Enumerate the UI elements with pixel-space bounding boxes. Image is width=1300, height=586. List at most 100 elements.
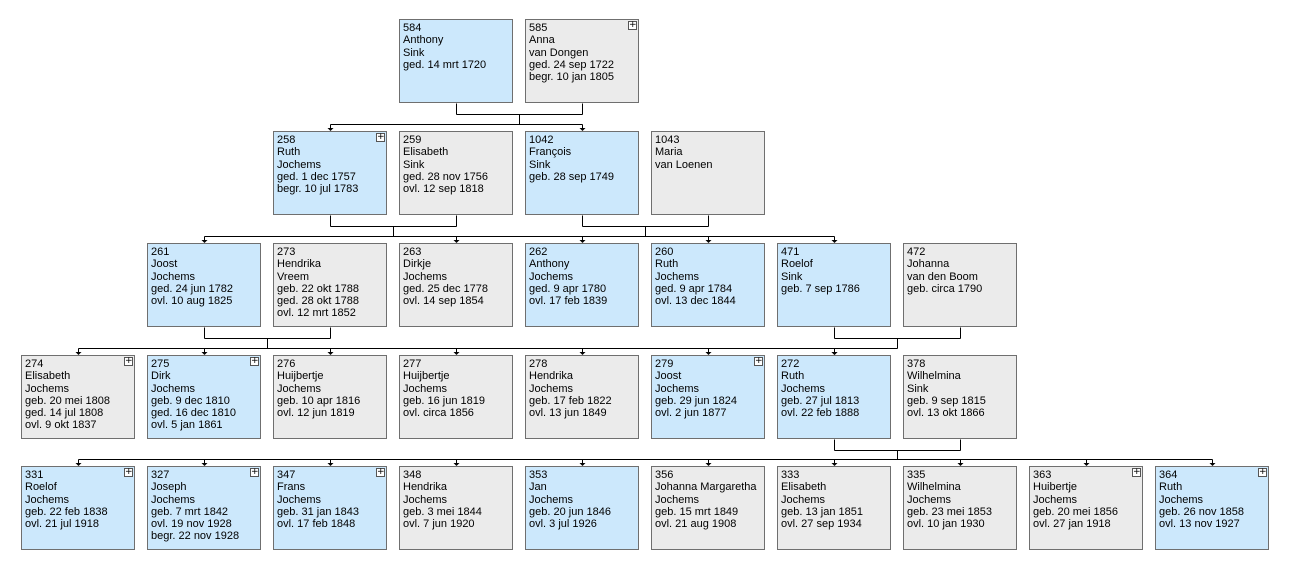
person-detail: ovl. 10 jan 1930 [907,518,985,531]
person-detail: geb. 22 okt 1788 [277,282,359,295]
person-detail: ovl. 13 jun 1849 [529,407,607,420]
person-detail: ovl. 19 nov 1928 [151,518,232,531]
connector-arrow [705,352,712,355]
connector-arrow [327,128,334,131]
connector-arrow [831,352,838,355]
expand-icon[interactable]: + [250,356,259,366]
person-detail: Jochems [151,270,196,283]
connector-arrow [579,352,586,355]
person-detail: Ruth [1159,481,1183,494]
person-id: 278 [529,358,548,370]
person-detail: Jochems [655,270,700,283]
person-detail: Sink [403,158,425,171]
expand-icon[interactable]: + [628,20,637,30]
person-detail: ovl. 3 jul 1926 [529,518,597,531]
connector-arrow [705,463,712,466]
person-detail: geb. 29 jun 1824 [655,394,737,407]
person-detail: geb. 7 sep 1786 [781,282,860,295]
person-detail: ovl. 5 jan 1861 [151,419,223,432]
person-id: 272 [781,358,800,370]
person-detail: Jochems [277,382,322,395]
person-detail: ged. 28 nov 1756 [403,170,489,183]
person-detail: geb. 10 apr 1816 [277,394,361,407]
person-detail: Hendrika [529,370,574,383]
person-detail: Jochems [529,493,574,506]
expand-icon[interactable]: + [124,467,133,477]
person-detail: Wilhelmina [907,481,961,494]
person-detail: ovl. 7 jun 1920 [403,518,475,531]
person-id: 260 [655,246,674,258]
person-id: 363 [1033,469,1052,481]
person-detail: Jochems [25,493,70,506]
person-detail: ged. 9 apr 1780 [529,282,607,295]
expand-icon[interactable]: + [250,467,259,477]
person-detail: Jochems [655,493,700,506]
connector-arrow [831,240,838,243]
person-detail: van den Boom [907,270,978,283]
person-detail: ovl. circa 1856 [403,407,474,420]
person-id: 472 [907,246,926,258]
person-detail: begr. 10 jul 1783 [277,183,359,196]
person-detail: geb. 20 mei 1808 [25,394,111,407]
expand-icon[interactable]: + [124,356,133,366]
person-id: 258 [277,134,296,146]
expand-icon[interactable]: + [1132,467,1141,477]
connector-arrow [579,240,586,243]
connector-arrow [957,463,964,466]
expand-icon[interactable]: + [376,467,385,477]
connector-arrow [1209,463,1216,466]
person-detail: ovl. 13 dec 1844 [655,295,736,308]
person-id: 356 [655,469,674,481]
person-detail: ovl. 13 okt 1866 [907,407,985,420]
person-id: 277 [403,358,422,370]
person-detail: Sink [529,158,551,171]
person-detail: ovl. 27 sep 1934 [781,518,862,531]
person-id: 333 [781,469,800,481]
person-detail: Roelof [781,258,813,271]
person-detail: ovl. 13 nov 1927 [1159,518,1240,531]
connector-arrow [201,463,208,466]
expand-icon[interactable]: + [754,356,763,366]
person-id: 1042 [529,134,554,146]
connector-arrow [453,240,460,243]
expand-icon[interactable]: + [376,132,385,142]
person-detail: geb. 13 jan 1851 [781,505,863,518]
connector-arrow [327,352,334,355]
person-detail: ovl. 21 jul 1918 [25,518,99,531]
expand-icon[interactable]: + [1258,467,1267,477]
person-detail: geb. 28 sep 1749 [529,170,615,183]
